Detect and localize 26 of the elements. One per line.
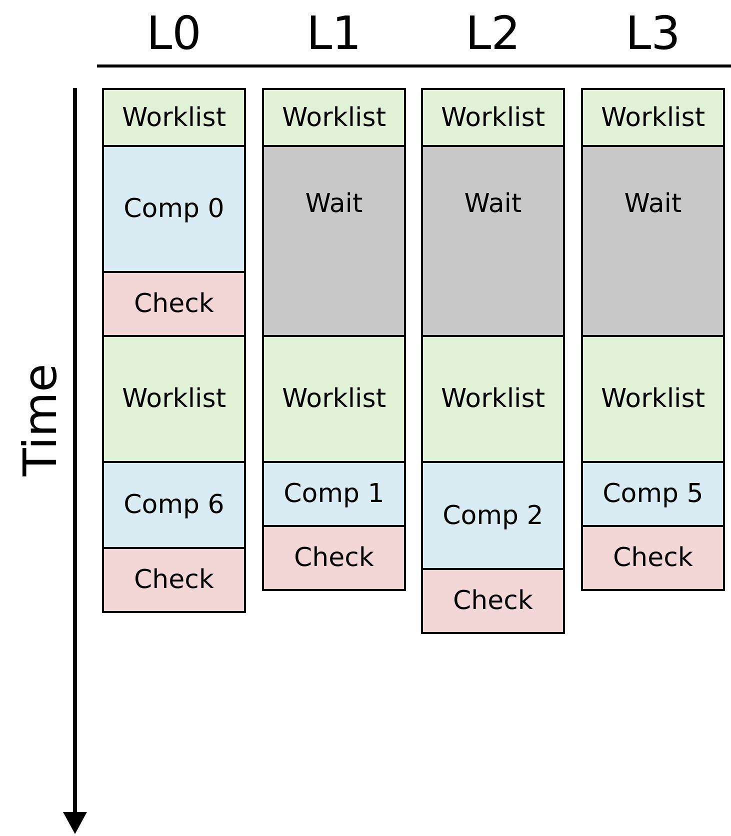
compute-block: Comp 2 xyxy=(421,461,565,570)
column-header: L0 xyxy=(146,6,202,60)
check-block: Check xyxy=(102,547,246,613)
wait-block: Wait xyxy=(581,145,725,337)
column-header: L3 xyxy=(624,6,682,60)
worklist-block: Worklist xyxy=(102,335,246,463)
compute-block: Comp 0 xyxy=(102,145,246,273)
wait-block: Wait xyxy=(262,145,406,337)
check-block: Check xyxy=(421,568,565,634)
worklist-block: Worklist xyxy=(262,335,406,463)
worklist-block: Worklist xyxy=(421,335,565,463)
worklist-block: Worklist xyxy=(262,88,406,147)
axis-label: Time xyxy=(13,364,67,476)
compute-block: Comp 1 xyxy=(262,461,406,527)
check-block: Check xyxy=(581,525,725,591)
worklist-block: Worklist xyxy=(581,335,725,463)
check-block: Check xyxy=(102,271,246,337)
check-block: Check xyxy=(262,525,406,591)
compute-block: Comp 6 xyxy=(102,461,246,549)
column-header: L2 xyxy=(464,6,522,60)
worklist-block: Worklist xyxy=(421,88,565,147)
wait-block: Wait xyxy=(421,145,565,337)
worklist-block: Worklist xyxy=(102,88,246,147)
column-header: L1 xyxy=(306,6,362,60)
worklist-block: Worklist xyxy=(581,88,725,147)
compute-block: Comp 5 xyxy=(581,461,725,527)
